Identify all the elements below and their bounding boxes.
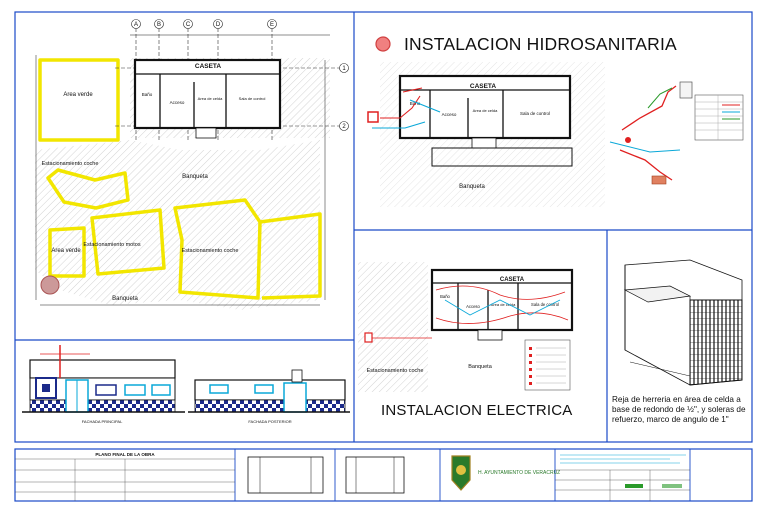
electric-caseta-label: CASETA	[500, 277, 525, 283]
electric-celda-label: Area de celda	[491, 302, 516, 307]
electric-legend	[524, 339, 571, 391]
hydro-isometric	[609, 81, 693, 185]
axis-1-label: 1	[342, 66, 346, 72]
facade-front-label: FACHADA PRINCIPAL	[82, 419, 123, 424]
facade-rear-label: FACHADA POSTERIOR	[248, 419, 291, 424]
ayuntamiento-logo-icon	[451, 455, 471, 491]
hydro-celda-label: Area de celda	[473, 108, 498, 113]
hydro-acceso-label: Acceso	[442, 112, 457, 117]
outer-frame	[14, 11, 753, 443]
facades: FACHADA PRINCIPAL FACHADA POSTERIOR	[22, 345, 350, 424]
site-bano-label: Baño	[142, 92, 153, 97]
hydro-legend	[694, 94, 744, 141]
hydro-panel: CASETA Baño Acceso Area de celda Sala de…	[360, 36, 744, 207]
axis-b-label: B	[157, 22, 161, 28]
site-area-verde-bottom: Area verde	[51, 248, 81, 254]
hydro-title-bullet-icon	[375, 36, 391, 52]
hydro-caseta-plan: CASETA Baño Acceso Area de celda Sala de…	[367, 74, 573, 167]
electric-panel: CASETA Baño Acceso Area de celda Sala de…	[358, 262, 574, 392]
site-control-label: Sala de control	[239, 96, 266, 101]
site-caseta-label: CASETA	[195, 63, 222, 70]
axis-d-label: D	[216, 22, 221, 28]
electric-acceso-label: Acceso	[466, 304, 480, 309]
electric-banqueta-label: Banqueta	[468, 364, 492, 370]
site-celda-label: Area de celda	[198, 96, 223, 101]
axis-2-label: 2	[342, 124, 346, 130]
electric-control-label: Sala de control	[531, 302, 559, 307]
electric-caseta-plan: CASETA Baño Acceso Area de celda Sala de…	[372, 268, 574, 341]
cell-detail	[623, 259, 743, 386]
cell-detail-note: Reja de herreria en área de celda a base…	[612, 395, 746, 424]
site-est-coche-right: Estacionamiento coche	[182, 248, 239, 254]
facade-rear: FACHADA POSTERIOR	[188, 369, 350, 424]
hydro-caseta-label: CASETA	[470, 83, 497, 90]
axis-e-label: E	[270, 22, 274, 28]
title-block: PLANO FINAL DE LA OBRA H. AYUNTAMIENTO D…	[14, 448, 753, 502]
axis-a-label: A	[134, 22, 138, 28]
tree-marker-icon	[40, 275, 60, 295]
logo-text: H. AYUNTAMIENTO DE VERACRUZ	[478, 470, 560, 476]
site-acceso-label: Acceso	[170, 100, 185, 105]
site-area-verde-top: Area verde	[63, 92, 93, 98]
electric-est-coche-label: Estacionamiento coche	[367, 368, 424, 374]
site-banqueta-mid: Banqueta	[182, 174, 208, 180]
axis-c-label: C	[186, 22, 191, 28]
site-est-motos: Estacionamiento motos	[83, 242, 140, 248]
electric-bano-label: Baño	[440, 294, 450, 299]
electric-title: INSTALACION ELECTRICA	[381, 402, 573, 419]
site-caseta: CASETA Baño Acceso Area de celda Sala de…	[133, 58, 282, 139]
hydro-banqueta-label: Banqueta	[459, 184, 485, 190]
hydro-title: INSTALACION HIDROSANITARIA	[404, 34, 677, 54]
site-est-coche-left: Estacionamiento coche	[42, 161, 99, 167]
hydro-control-label: Sala de control	[520, 111, 550, 116]
title-block-header: PLANO FINAL DE LA OBRA	[95, 452, 155, 457]
site-plan: A B C D E 1 2 CASETA Baño	[35, 19, 349, 310]
facade-front: FACHADA PRINCIPAL	[22, 345, 185, 424]
grid-axis-markers: A B C D E 1 2	[131, 19, 349, 131]
site-banqueta-bottom: Banqueta	[112, 296, 138, 302]
